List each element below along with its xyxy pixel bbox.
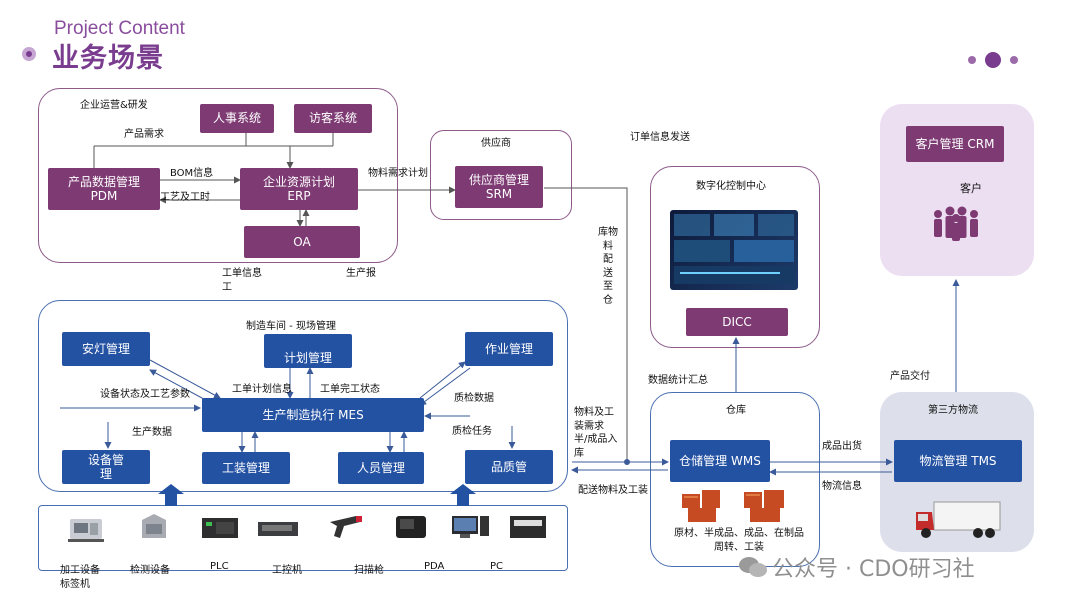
machining-equipment-icon — [68, 519, 104, 542]
device-label-scanner: 扫描枪 — [354, 565, 384, 576]
deco-dot-icon — [1010, 56, 1018, 64]
deco-dot-icon — [985, 52, 1001, 68]
supplier-title: 供应商 — [481, 138, 511, 149]
oa-box[interactable]: OA — [244, 226, 360, 258]
erp-box[interactable]: 企业资源计划 ERP — [240, 168, 358, 210]
quality-box[interactable]: 品质管 — [465, 450, 553, 484]
bom-info-label: BOM信息 — [170, 168, 214, 179]
device-panel — [38, 505, 568, 571]
inventory-caption: 原材、半成品、成品、在制品 周转、工装 — [674, 528, 804, 553]
pdm-box[interactable]: 产品数据管理 PDM — [48, 168, 160, 210]
device-label-pda: PDA — [424, 561, 445, 572]
production-report-label: 生产报 — [346, 268, 376, 279]
customer-group-icon — [934, 206, 978, 241]
inspection-device-icon — [142, 514, 166, 538]
srm-box[interactable]: 供应商管理 SRM — [455, 166, 543, 208]
industrial-pc-icon — [258, 522, 298, 536]
qc-data-label: 质检数据 — [454, 393, 494, 404]
device-label-plc: PLC — [210, 561, 229, 572]
dashboard-screen-image — [670, 210, 798, 290]
andon-box[interactable]: 安灯管理 — [62, 332, 150, 366]
staff-box[interactable]: 人员管理 — [338, 452, 424, 484]
header-bullet-icon — [22, 47, 36, 61]
equip-params-label: 设备状态及工艺参数 — [100, 389, 190, 400]
process-time-label: 工艺及工时 — [160, 192, 210, 203]
enterprise-panel — [38, 88, 398, 263]
equipment-box[interactable]: 设备管 理 — [62, 450, 150, 484]
warehouse-title: 仓库 — [726, 405, 746, 416]
label-printer-icon — [510, 516, 546, 538]
mes-panel-title: 制造车间 - 现场管理 — [246, 321, 336, 332]
wechat-watermark-icon — [738, 556, 768, 578]
shipment-label: 成品出货 — [822, 441, 862, 452]
third-party-title: 第三方物流 — [928, 405, 978, 416]
header-title-en: Project Content — [54, 18, 185, 39]
production-data-label: 生产数据 — [132, 427, 172, 438]
watermark-text: 公众号 · CDO研习社 — [772, 557, 975, 582]
order-info-label: 订单信息发送 — [630, 132, 690, 143]
dispatch-label: 配送物料及工装 — [578, 485, 648, 496]
delivery-to-warehouse-label: 库物 料 配 送 至 仓 — [598, 227, 618, 306]
product-delivery-label: 产品交付 — [890, 371, 930, 382]
mes-panel — [38, 300, 568, 492]
tooling-box[interactable]: 工装管理 — [202, 452, 290, 484]
header-title-zh: 业务场景 — [52, 43, 164, 74]
visitor-system-box[interactable]: 访客系统 — [294, 104, 372, 133]
job-box[interactable]: 作业管理 — [465, 332, 553, 366]
device-label-inspection: 检测设备 — [130, 565, 170, 576]
pda-icon — [396, 516, 426, 538]
up-arrow-icon — [450, 484, 476, 506]
plan-box[interactable]: 计划管理 — [264, 334, 352, 368]
supplier-panel — [430, 130, 572, 220]
device-label-tag: 标签机 — [60, 579, 90, 590]
up-arrow-icon — [158, 484, 184, 506]
done-status-label: 工单完工状态 — [320, 384, 380, 395]
dicc-panel — [650, 166, 820, 348]
customer-title: 客户 — [960, 182, 982, 195]
plc-icon — [202, 518, 238, 538]
dicc-title: 数字化控制中心 — [696, 181, 766, 192]
inventory-boxes-icon — [682, 490, 784, 522]
device-label-pc: PC — [490, 561, 504, 572]
device-label-equipment: 加工设备 — [60, 565, 100, 576]
qc-task-label: 质检任务 — [452, 426, 492, 437]
material-plan-label: 物料需求计划 — [368, 168, 428, 179]
warehouse-panel — [650, 392, 820, 567]
product-requirement-label: 产品需求 — [124, 129, 164, 140]
material-requirement-label: 物料及工 装需求 半/成品入 库 — [574, 407, 618, 459]
mes-box[interactable]: 生产制造执行 MES — [202, 398, 424, 432]
dicc-box[interactable]: DICC — [686, 308, 788, 336]
device-label-ipc: 工控机 — [272, 565, 302, 576]
logistics-info-label: 物流信息 — [822, 481, 862, 492]
enterprise-title: 企业运营&研发 — [80, 100, 148, 111]
scanner-icon — [330, 516, 362, 538]
crm-box[interactable]: 客户管理 CRM — [906, 126, 1004, 162]
pc-icon — [452, 516, 489, 538]
hr-system-box[interactable]: 人事系统 — [200, 104, 274, 133]
wms-box[interactable]: 仓储管理 WMS — [670, 440, 770, 482]
work-order-info-label: 工单信息 工 — [222, 268, 262, 293]
plan-info-label: 工单计划信息 — [232, 384, 292, 395]
truck-icon — [916, 501, 1001, 538]
deco-dot-icon — [968, 56, 976, 64]
tms-box[interactable]: 物流管理 TMS — [894, 440, 1022, 482]
stats-summary-label: 数据统计汇总 — [648, 375, 708, 386]
